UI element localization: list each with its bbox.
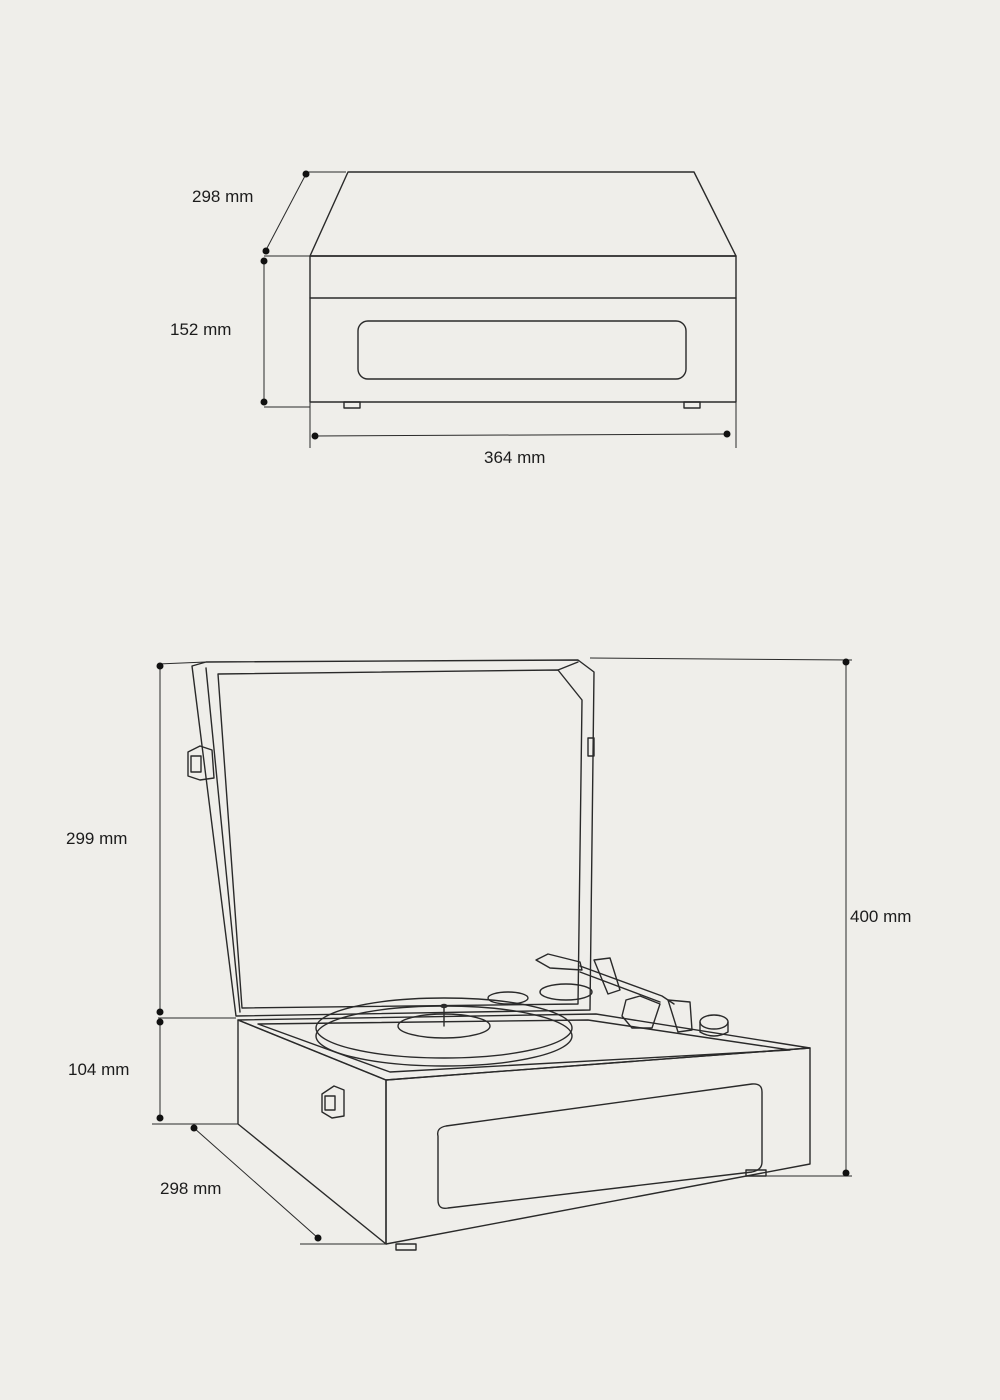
width-dot-left <box>311 432 319 440</box>
base-speaker-grille <box>436 1083 763 1210</box>
lid-inner-panel <box>217 669 583 1009</box>
foot-right <box>683 401 701 409</box>
lid-height-label: 299 mm <box>66 829 128 848</box>
base-latch-icon <box>321 1085 345 1119</box>
base-inner-rim <box>257 1019 791 1073</box>
open-foot-right <box>745 1169 767 1177</box>
right-hinge <box>587 737 595 757</box>
base-height-dot-bottom <box>156 1114 164 1122</box>
spindle-top <box>440 1003 448 1009</box>
speaker-grille <box>357 320 687 380</box>
base-front <box>385 1047 811 1245</box>
front-depth-label: 298 mm <box>192 187 254 206</box>
speed-knob-icon <box>699 1014 729 1030</box>
base-height-dot-top <box>156 1018 164 1026</box>
open-turntable-perspective-view <box>152 657 853 1251</box>
depth-dot-bottom <box>262 247 270 255</box>
lid-height-dot-top <box>156 662 164 670</box>
width-dot-right <box>723 430 731 438</box>
tonearm-pivot <box>621 995 661 1029</box>
depth-dimension-line <box>265 173 307 251</box>
lid-height-extension-top <box>157 661 207 665</box>
tonearm <box>579 965 675 1005</box>
total-height-dot-bottom <box>842 1169 850 1177</box>
total-height-dot-top <box>842 658 850 666</box>
open-foot-front <box>395 1243 417 1251</box>
open-depth-dot-bottom <box>314 1234 322 1242</box>
depth-dot-top <box>302 170 310 178</box>
tonearm-lever <box>593 957 621 995</box>
base-height-label: 104 mm <box>68 1060 130 1079</box>
tonearm-rest-base <box>539 983 593 1001</box>
open-depth-dot-top <box>190 1124 198 1132</box>
lid-height-dot-bottom <box>156 1008 164 1016</box>
lid-inner-edge <box>205 667 241 1013</box>
lid-top <box>309 171 737 257</box>
height-dot-bottom <box>260 398 268 406</box>
lid-latch-icon <box>187 745 215 781</box>
lid-bevel-top <box>557 661 579 671</box>
front-height-label: 152 mm <box>170 320 232 339</box>
base-latch-clip <box>324 1095 336 1111</box>
open-depth-dimension-line <box>193 1127 319 1239</box>
case-body <box>309 255 737 403</box>
width-dimension-line <box>313 433 729 437</box>
record-disc <box>315 997 573 1059</box>
front-width-label: 364 mm <box>484 448 546 467</box>
closed-turntable-front-view <box>260 170 737 448</box>
speed-knob-side <box>699 1021 729 1037</box>
foot-left <box>343 401 361 409</box>
counterweight <box>667 999 693 1033</box>
open-depth-label: 298 mm <box>160 1179 222 1198</box>
base-side-left <box>237 1019 387 1245</box>
latch-clip <box>190 755 202 773</box>
total-height-extension-top <box>589 657 853 661</box>
total-height-label: 400 mm <box>850 907 912 926</box>
tonearm-headshell <box>535 953 583 971</box>
height-dot-top <box>260 257 268 265</box>
lid-outer-frame <box>191 659 595 1017</box>
adapter-45 <box>487 991 529 1005</box>
